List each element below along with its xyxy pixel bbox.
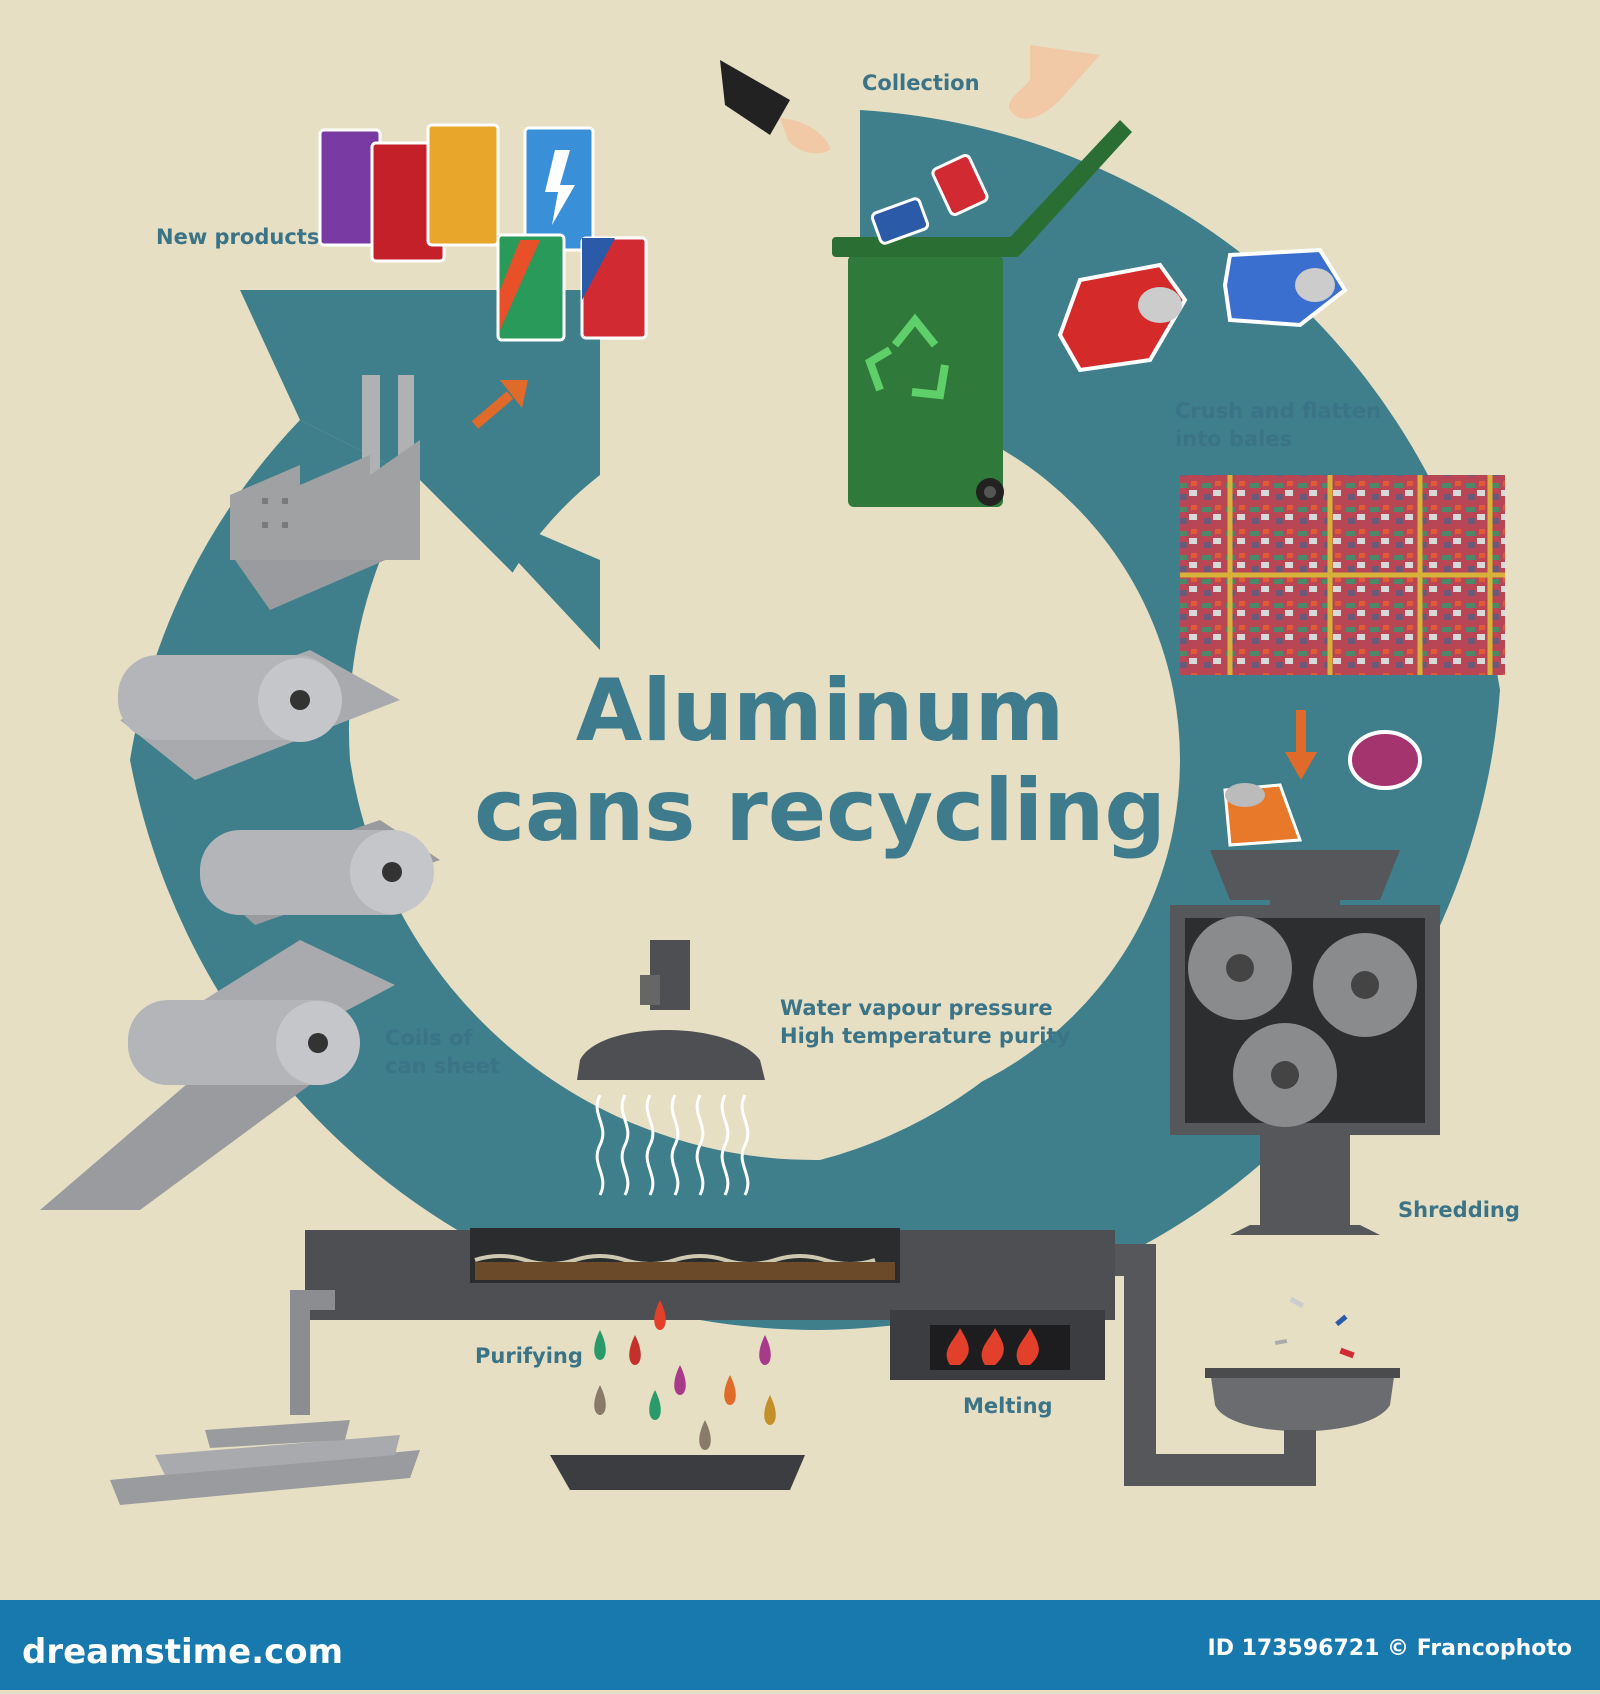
sheet-roll-icon xyxy=(40,500,440,1210)
soda-can-icon xyxy=(870,154,989,245)
arrow-icon xyxy=(471,380,528,429)
sheet-pile xyxy=(110,1420,420,1505)
footer-credit: ID 173596721 © Francophoto xyxy=(1208,1636,1572,1661)
shred-pieces xyxy=(1274,1296,1355,1359)
collection-tray xyxy=(550,1455,805,1490)
furnace-body xyxy=(305,1228,1115,1380)
label-coils-2: can sheet xyxy=(385,1054,500,1078)
cycle-ring xyxy=(130,110,1500,1331)
steam-icon xyxy=(595,1094,750,1196)
title-line-1: Aluminum xyxy=(576,661,1064,761)
hood-icon xyxy=(577,940,765,1080)
label-crush-1: Crush and flatten xyxy=(1175,399,1381,423)
label-melting: Melting xyxy=(963,1394,1053,1418)
furnace-flame-icon xyxy=(930,1325,1070,1370)
hand-icon xyxy=(720,45,1100,154)
shredder-gears-icon xyxy=(1170,850,1440,1235)
label-vapour-2: High temperature purity xyxy=(780,1024,1071,1048)
crushed-can-icon xyxy=(1057,247,1348,373)
recycle-icon xyxy=(865,313,949,400)
label-purifying: Purifying xyxy=(475,1344,583,1368)
label-vapour-1: Water vapour pressure xyxy=(780,996,1053,1020)
trash-bin-icon xyxy=(832,120,1132,507)
footer-bar xyxy=(0,1600,1600,1690)
label-new-products: New products xyxy=(156,225,319,249)
label-crush-2: into bales xyxy=(1175,427,1292,451)
label-collection: Collection xyxy=(862,71,980,95)
factory-icon xyxy=(230,375,420,560)
footer-site: dreamstime.com xyxy=(22,1632,343,1672)
arrow-icon xyxy=(1285,710,1317,780)
label-coils-1: Coils of xyxy=(385,1026,473,1050)
label-shredding: Shredding xyxy=(1398,1198,1520,1222)
soda-can-icon xyxy=(318,123,648,342)
crushed-can-icon xyxy=(1223,730,1422,847)
hopper-icon xyxy=(1205,1368,1400,1432)
bale-icon xyxy=(1180,475,1505,675)
title-line-2: cans recycling xyxy=(474,761,1166,861)
droplet-icon xyxy=(594,1300,776,1450)
